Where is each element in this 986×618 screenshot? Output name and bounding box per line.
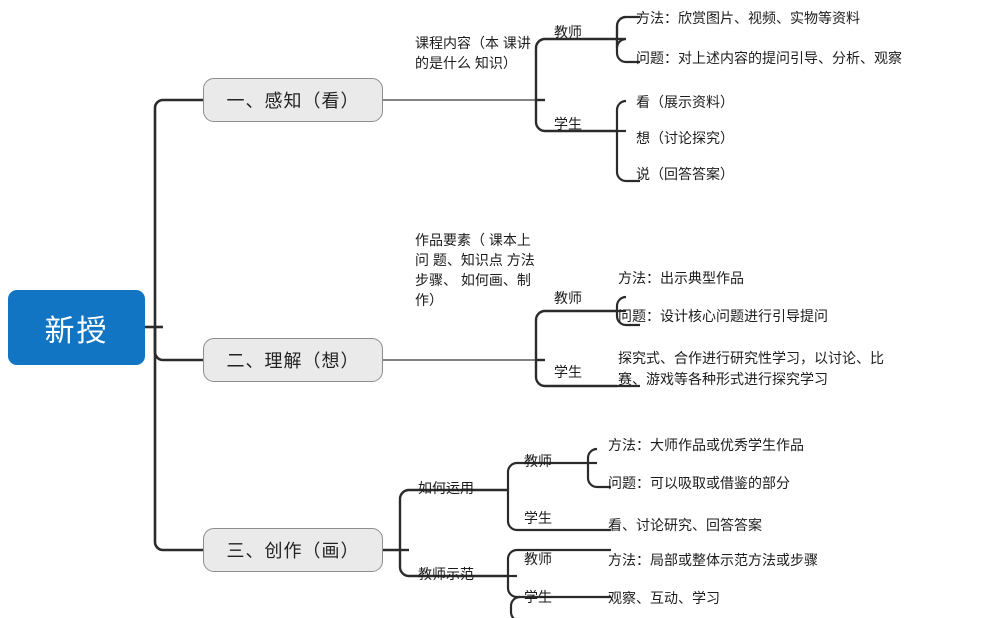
role-label-b3-2-teacher: 教师 bbox=[524, 551, 552, 567]
branch-node-1-label: 一、感知（看） bbox=[226, 91, 360, 111]
role-label-b2-teacher: 教师 bbox=[554, 290, 582, 306]
leaf-b2-t-2: 问题：设计核心问题进行引导提问 bbox=[618, 308, 828, 324]
branch-node-3[interactable]: 三、创作（画） bbox=[203, 528, 383, 572]
root-node-label: 新授 bbox=[44, 314, 109, 348]
leaf-b3-1-t-2: 问题：可以吸取或借鉴的部分 bbox=[608, 475, 790, 491]
leaf-b1-s-1: 看（展示资料） bbox=[636, 94, 734, 110]
branch-node-2[interactable]: 二、理解（想） bbox=[203, 338, 383, 382]
branch-node-1[interactable]: 一、感知（看） bbox=[203, 78, 383, 122]
leaf-b1-t-2: 问题：对上述内容的提问引导、分析、观察 bbox=[636, 50, 902, 66]
role-label-b2-student: 学生 bbox=[554, 364, 582, 380]
leaf-b3-1-s-1: 看、讨论研究、回答答案 bbox=[608, 517, 762, 533]
leaf-b3-2-s-1: 观察、互动、学习 bbox=[608, 590, 720, 606]
branch-node-2-label: 二、理解（想） bbox=[226, 351, 360, 371]
leaf-b1-t-1: 方法：欣赏图片、视频、实物等资料 bbox=[636, 10, 860, 26]
edge-label-branch-2: 作品要素（ 课本上问 题、知识点 方法步骤、 如何画、制 作） bbox=[415, 232, 535, 308]
role-label-b3-2-student: 学生 bbox=[524, 589, 552, 605]
root-node[interactable]: 新授 bbox=[8, 290, 145, 365]
leaf-b3-1-t-1: 方法：大师作品或优秀学生作品 bbox=[608, 437, 804, 453]
leaf-b2-t-1: 方法：出示典型作品 bbox=[618, 270, 744, 286]
leaf-b1-s-3: 说（回答答案） bbox=[636, 166, 734, 182]
role-label-b1-student: 学生 bbox=[554, 116, 582, 132]
leaf-b2-s-1: 探究式、合作进行研究性学习，以讨论、比 赛、游戏等各种形式进行探究学习 bbox=[618, 350, 884, 387]
role-label-b1-teacher: 教师 bbox=[554, 24, 582, 40]
role-label-b3-1-teacher: 教师 bbox=[524, 453, 552, 469]
edge-label-branch-1: 课程内容（本 课讲的是什么 知识） bbox=[415, 35, 531, 71]
leaf-b1-s-2: 想（讨论探究） bbox=[636, 130, 734, 146]
sub-label-b3-2: 教师示范 bbox=[418, 566, 474, 582]
branch-node-3-label: 三、创作（画） bbox=[226, 541, 360, 561]
role-label-b3-1-student: 学生 bbox=[524, 510, 552, 526]
sub-label-b3-1: 如何运用 bbox=[418, 480, 474, 496]
leaf-b3-2-t-1: 方法：局部或整体示范方法或步骤 bbox=[608, 552, 818, 568]
